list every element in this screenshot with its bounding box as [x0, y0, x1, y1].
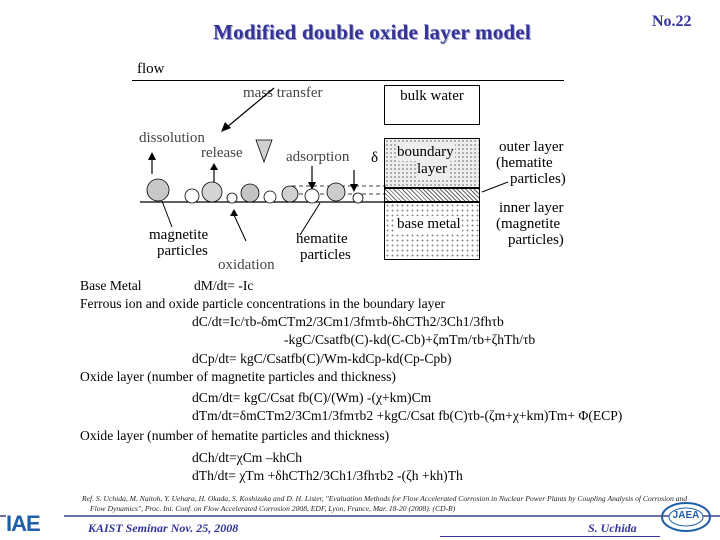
reference-line-2: Flow Dynamics", Proc. Int. Conf. on Flow… [90, 504, 456, 513]
label-pointers [161, 200, 321, 242]
jaea-logo: JAEA [660, 500, 712, 534]
equation-4: dCp/dt= kgC/Csatfb(C)/Wm-kdCp-kd(Cp-Cpb) [192, 351, 452, 366]
equation-6: dTm/dt=δmCTm2/3Cm1/3fmτb2 +kgC/Csat fb(C… [192, 408, 623, 423]
page-title: Modified double oxide layer model [213, 20, 531, 44]
diagram: flow mass transfer bulk water boundary l… [132, 61, 566, 273]
base-metal-text: base metal [396, 216, 462, 233]
adsorption-label: adsorption [286, 149, 350, 165]
equation-3: -kgC/Csatfb(C)-kd(C-Cb)+ζmTm/τb+ζhTh/τb [284, 332, 536, 347]
reference: Ref. S. Uchida, M. Naitoh, Y. Uehara, H.… [82, 494, 707, 514]
author-name: S. Uchida [588, 521, 637, 535]
jaea-logo-mark [661, 502, 711, 532]
seminar-info: KAIST Seminar Nov. 25, 2008 [88, 521, 239, 535]
flow-line [132, 80, 564, 81]
hematite-label-1: hematite [296, 231, 348, 247]
base-metal-heading: Base Metal [80, 278, 142, 293]
reference-line-1: Ref. S. Uchida, M. Naitoh, Y. Uehara, H.… [82, 494, 688, 503]
magnetite-label-2: particles [157, 243, 208, 259]
equation-7: dCh/dt=χCm –khCh [192, 450, 303, 465]
release-label: release [201, 145, 243, 161]
outer-layer-label-2: (hematite [496, 155, 553, 171]
outer-layer-band [384, 188, 480, 202]
delta-symbol: δ [371, 150, 379, 166]
equation-2: dC/dt=Ic/τb-δmCTm2/3Cm1/3fmτb-δhCTh2/3Ch… [192, 314, 504, 329]
bulk-water-box: bulk water [384, 85, 480, 125]
jaea-logo-text: JAEA [672, 510, 700, 521]
particle-layer [140, 178, 386, 204]
ferrous-heading: Ferrous ion and oxide particle concentra… [80, 296, 446, 311]
inner-layer-label-3: particles) [508, 232, 564, 248]
outer-layer-label-3: particles) [510, 171, 566, 187]
magnetite-heading: Oxide layer (number of magnetite particl… [80, 369, 396, 384]
inner-layer-label-2: (magnetite [496, 216, 561, 232]
slide-number: No.22 [652, 13, 692, 30]
magnetite-label-1: magnetite [149, 227, 209, 243]
inner-layer-label-1: inner layer [499, 200, 564, 216]
outer-layer-label-1: outer layer [499, 139, 564, 155]
dissolution-label: dissolution [139, 130, 205, 146]
equation-5: dCm/dt= kgC/Csat fb(C)/(Wm) -(χ+km)Cm [192, 390, 432, 405]
footer-underline [440, 536, 660, 537]
boundary-layer-text-1: boundary [396, 144, 455, 161]
hematite-heading: Oxide layer (number of hematite particle… [80, 428, 390, 443]
equation-1: dM/dt= -Ic [194, 278, 254, 293]
footer-divider [0, 515, 720, 517]
iae-logo: IAE [6, 511, 64, 537]
mass-transfer-arrow [221, 87, 275, 132]
boundary-layer-text-2: layer [416, 161, 448, 178]
oxidation-label: oxidation [218, 257, 275, 273]
flow-label: flow [137, 61, 165, 77]
hematite-label-2: particles [300, 247, 351, 263]
equation-8: dTh/dt= χTm +δhCTh2/3Ch1/3fhτb2 -(ζh +kh… [192, 468, 463, 483]
outer-layer-pointer [481, 181, 509, 193]
